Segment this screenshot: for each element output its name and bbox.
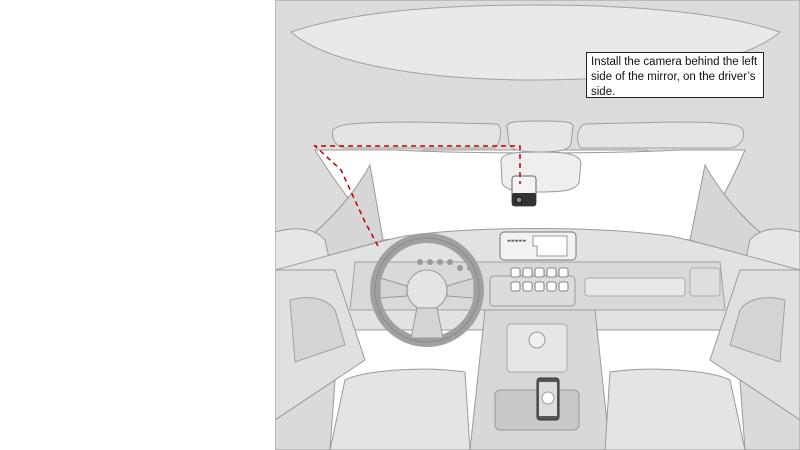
screen-label: ▰▰▰▰▰ (507, 238, 526, 244)
left-seat (329, 368, 471, 450)
right-sun-visor (577, 121, 744, 149)
camera-lens-icon (515, 196, 523, 204)
car-interior-illustration: ▰▰▰▰▰ (275, 0, 800, 450)
cable-route (313, 145, 521, 247)
app-icon-grid (510, 267, 569, 292)
steering-wheel-icon (370, 233, 484, 347)
left-sun-visor (332, 121, 502, 149)
callout-text: Install the camera behind the left side … (591, 56, 758, 98)
gear-knob (528, 331, 546, 349)
instruction-callout: Install the camera behind the left side … (586, 52, 764, 98)
right-seat (604, 368, 746, 450)
rear-view-mirror-icon (506, 120, 574, 153)
phone-icon (536, 377, 560, 421)
